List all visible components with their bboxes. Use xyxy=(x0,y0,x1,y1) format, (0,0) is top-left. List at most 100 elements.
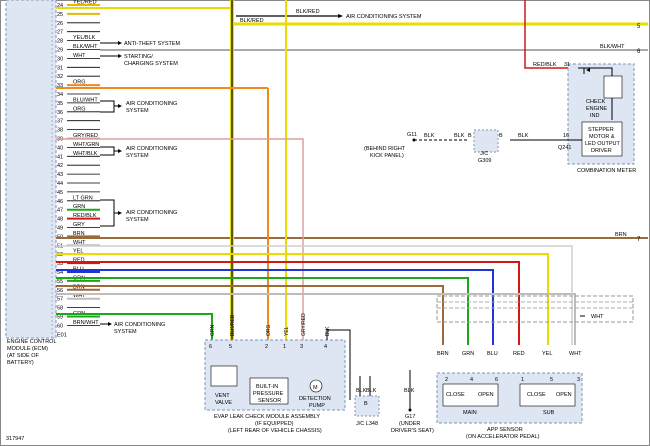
meter-pin-31: 31 xyxy=(564,62,570,68)
ecm-wire-label-28: YEL/BLK xyxy=(73,35,96,41)
ecm-pin-42: 42 xyxy=(57,163,63,169)
svg-text:AIR CONDITIONING: AIR CONDITIONING xyxy=(114,322,165,328)
ecm-pin-56: 56 xyxy=(57,288,63,294)
evap-wire-3: GRY/RED xyxy=(301,313,307,336)
blk-wht-label: BLK/WHT xyxy=(600,44,625,50)
app-wire-2: BLU xyxy=(487,351,498,357)
ecm-wire-label-24: YEL/RED xyxy=(73,0,97,6)
app-shield: WHT xyxy=(436,295,634,323)
svg-text:B: B xyxy=(499,133,503,139)
ecm-pin-list: 2425262728293031323334353637383940414243… xyxy=(57,3,67,338)
ground-g11: G11 (BEHIND RIGHT KICK PANEL) BLK BLK B … xyxy=(364,129,582,164)
svg-text:KICK PANEL): KICK PANEL) xyxy=(370,153,404,159)
ecm-pin-28: 28 xyxy=(57,39,63,45)
ecm-wire-label-46: LT GRN xyxy=(73,195,93,201)
app-wire-1: GRN xyxy=(462,351,474,357)
evap-wire-4: BLK xyxy=(325,326,331,336)
svg-text:DRIVER'S SEAT): DRIVER'S SEAT) xyxy=(391,428,434,434)
ecm-pin-52: 52 xyxy=(57,252,63,258)
svg-text:SUB: SUB xyxy=(543,410,555,416)
ecm-wire-label-33: ORG xyxy=(73,80,86,86)
svg-text:BLK: BLK xyxy=(356,388,367,394)
jc-l348: BLK BLK B J/C L348 xyxy=(354,376,380,427)
svg-text:VENT: VENT xyxy=(215,393,230,399)
svg-text:G17: G17 xyxy=(405,414,415,420)
ecm-wire-label-36: ORG xyxy=(73,106,86,112)
ecm-wire-label-35: BLU/WHT xyxy=(73,97,98,103)
ecm-pin-55: 55 xyxy=(57,279,63,285)
evap-title-3: (LEFT REAR OF VEHICLE CHASSIS) xyxy=(228,428,322,434)
ecm-label-4: BATTERY) xyxy=(7,360,34,366)
svg-text:MOTOR &: MOTOR & xyxy=(589,134,615,140)
ecm-label-1: ENGINE CONTROL xyxy=(7,339,57,345)
ecm-wire-label-53: RED xyxy=(73,258,85,264)
ecm-pin-40: 40 xyxy=(57,145,63,151)
wire-blu-54 xyxy=(56,269,494,345)
evap-wire-6: GRN xyxy=(210,325,216,337)
svg-text:BLK: BLK xyxy=(366,388,377,394)
ecm-pin-57: 57 xyxy=(57,297,63,303)
app-pin-4: 5 xyxy=(550,377,553,383)
ecm-wire-label-39: GRY/RED xyxy=(73,133,98,139)
sub-sensor-box xyxy=(519,383,576,407)
ecm-wire-label-40: WHT/GRN xyxy=(73,142,99,148)
shield-label: WHT xyxy=(591,314,604,320)
wire-red-blk-meter xyxy=(524,0,568,69)
ecm-wire-label-48: RED/BLK xyxy=(73,213,97,219)
ecm-pin-29: 29 xyxy=(57,48,63,54)
ac-ref-2: AIR CONDITIONING SYSTEM xyxy=(100,146,177,159)
svg-text:PUMP: PUMP xyxy=(309,403,325,409)
svg-text:CLOSE: CLOSE xyxy=(446,392,465,398)
ecm-pin-45: 45 xyxy=(57,190,63,196)
app-pin-5: 3 xyxy=(577,377,580,383)
svg-text:SYSTEM: SYSTEM xyxy=(126,153,149,159)
ac-top-label: AIR CONDITIONING SYSTEM xyxy=(346,14,422,20)
evap-pin-6: 6 xyxy=(209,344,212,350)
ecm-pin-33: 33 xyxy=(57,83,63,89)
evap-pin-3: 3 xyxy=(300,344,303,350)
svg-text:(BEHIND RIGHT: (BEHIND RIGHT xyxy=(364,146,406,152)
svg-text:BLK: BLK xyxy=(518,133,529,139)
meter-pin-16: 16 xyxy=(563,133,569,139)
ac-ref-4: AIR CONDITIONING SYSTEM xyxy=(100,322,165,335)
app-pin-3: 1 xyxy=(521,377,524,383)
pump-motor xyxy=(309,379,323,393)
ecm-pin-58: 58 xyxy=(57,306,63,312)
check-engine-1: CHECK xyxy=(586,99,606,105)
svg-text:SYSTEM: SYSTEM xyxy=(126,217,149,223)
ecm-wire-label-52: YEL xyxy=(73,249,83,255)
svg-text:PRESSURE: PRESSURE xyxy=(253,391,284,397)
bus-7-label: 7 xyxy=(637,237,641,243)
ecm-pin-31: 31 xyxy=(57,65,63,71)
svg-text:SENSOR: SENSOR xyxy=(258,398,281,404)
meter-label: COMBINATION METER xyxy=(577,168,636,174)
ecm-pin-34: 34 xyxy=(57,92,63,98)
wire-brn-56 xyxy=(56,285,444,345)
ecm-pin-49: 49 xyxy=(57,226,63,232)
svg-text:(UNDER: (UNDER xyxy=(399,421,420,427)
ecm-wire-label-47: GRN xyxy=(73,204,85,210)
starting-label-2: CHARGING SYSTEM xyxy=(124,61,178,67)
svg-text:SYSTEM: SYSTEM xyxy=(114,329,137,335)
jc-g309 xyxy=(473,129,499,153)
svg-text:M: M xyxy=(313,385,318,391)
svg-text:VALVE: VALVE xyxy=(215,400,232,406)
ecm-pin-38: 38 xyxy=(57,128,63,134)
app-pin-1: 4 xyxy=(470,377,473,383)
ecm-label-2: MODULE (ECM) xyxy=(7,346,48,352)
check-engine-2: ENGINE xyxy=(586,106,607,112)
ecm-wire-label-56: BRN xyxy=(73,284,85,290)
svg-text:BLK: BLK xyxy=(454,133,465,139)
ecm-pin-24: 24 xyxy=(57,3,63,9)
ecm-pin-48: 48 xyxy=(57,217,63,223)
svg-text:SYSTEM: SYSTEM xyxy=(126,108,149,114)
evap-wire-5: BLK/RED xyxy=(230,314,236,336)
wire-gry-red-run xyxy=(56,138,304,340)
pressure-sensor-box xyxy=(249,377,289,405)
ecm-wire-label-49: GRY xyxy=(73,222,85,228)
evap-title-2: (IF EQUIPPED) xyxy=(255,421,294,427)
app-wire-4: YEL xyxy=(542,351,552,357)
app-wire-5: WHT xyxy=(569,351,582,357)
app-title-2: (ON ACCELERATOR PEDAL) xyxy=(466,434,540,440)
check-engine-3: IND xyxy=(590,113,600,119)
